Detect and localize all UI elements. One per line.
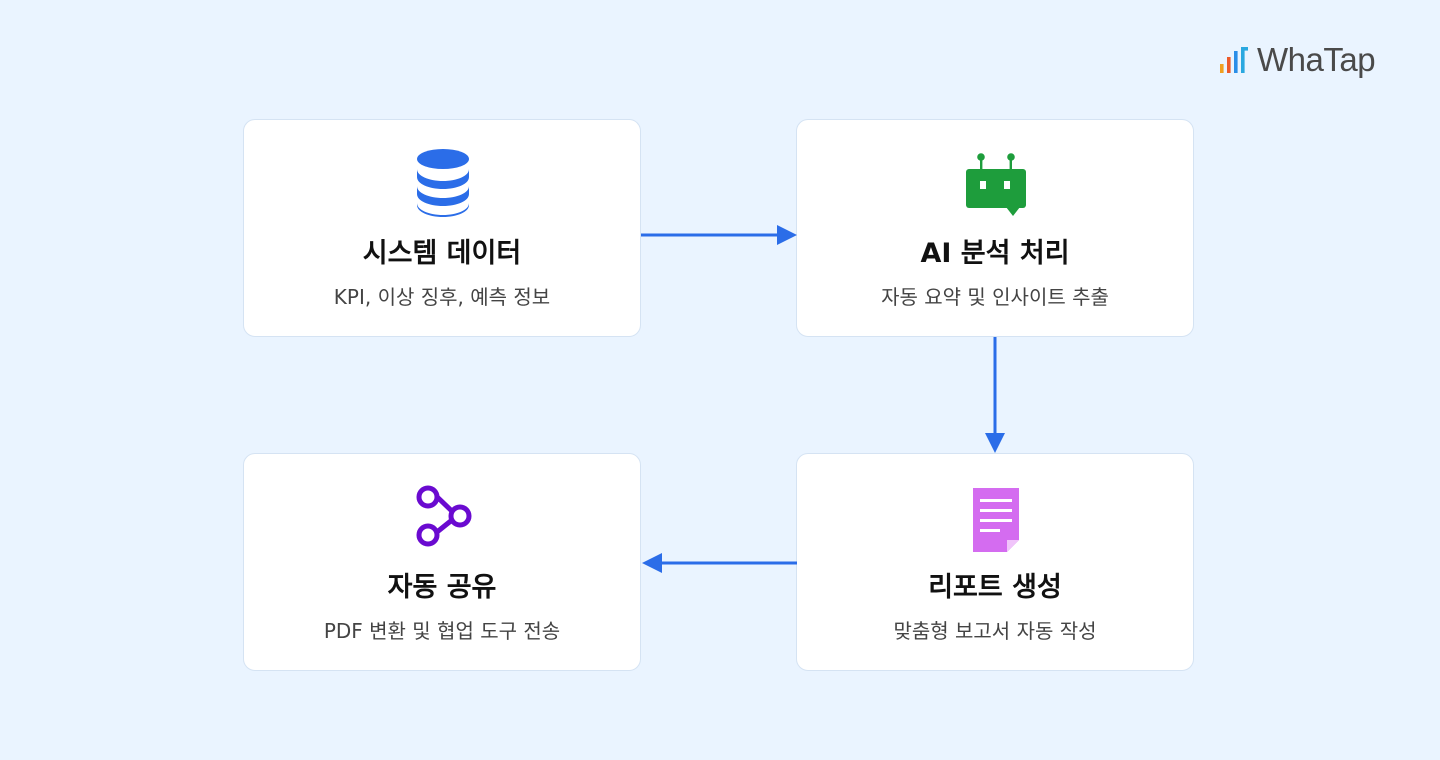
brand-name: WhaTap xyxy=(1257,41,1376,78)
step-subtitle: 맞춤형 보고서 자동 작성 xyxy=(893,619,1097,643)
step-title: 시스템 데이터 xyxy=(362,238,522,269)
arrow-data-to-ai xyxy=(641,225,797,245)
step-title: 자동 공유 xyxy=(387,572,497,603)
step-card-report-generation: 리포트 생성 맞춤형 보고서 자동 작성 xyxy=(796,453,1194,671)
arrow-ai-to-report xyxy=(985,337,1005,453)
robot-icon xyxy=(966,153,1026,216)
step-subtitle: PDF 변환 및 협업 도구 전송 xyxy=(323,619,561,643)
arrow-report-to-share xyxy=(642,553,797,573)
step-card-auto-share: 자동 공유 PDF 변환 및 협업 도구 전송 xyxy=(243,453,641,671)
step-title: 리포트 생성 xyxy=(928,572,1062,603)
step-card-ai-analysis: AI 분석 처리 자동 요약 및 인사이트 추출 xyxy=(796,119,1194,337)
step-subtitle: KPI, 이상 징후, 예측 정보 xyxy=(333,285,551,309)
bar-chart-logo-icon xyxy=(1220,46,1248,73)
step-title: AI 분석 처리 xyxy=(920,238,1070,269)
step-subtitle: 자동 요약 및 인사이트 추출 xyxy=(881,285,1109,309)
database-icon xyxy=(417,149,469,217)
step-card-system-data: 시스템 데이터 KPI, 이상 징후, 예측 정보 xyxy=(243,119,641,337)
brand-logo: WhaTap xyxy=(1219,41,1376,78)
share-icon xyxy=(416,485,472,547)
document-icon xyxy=(973,488,1019,552)
